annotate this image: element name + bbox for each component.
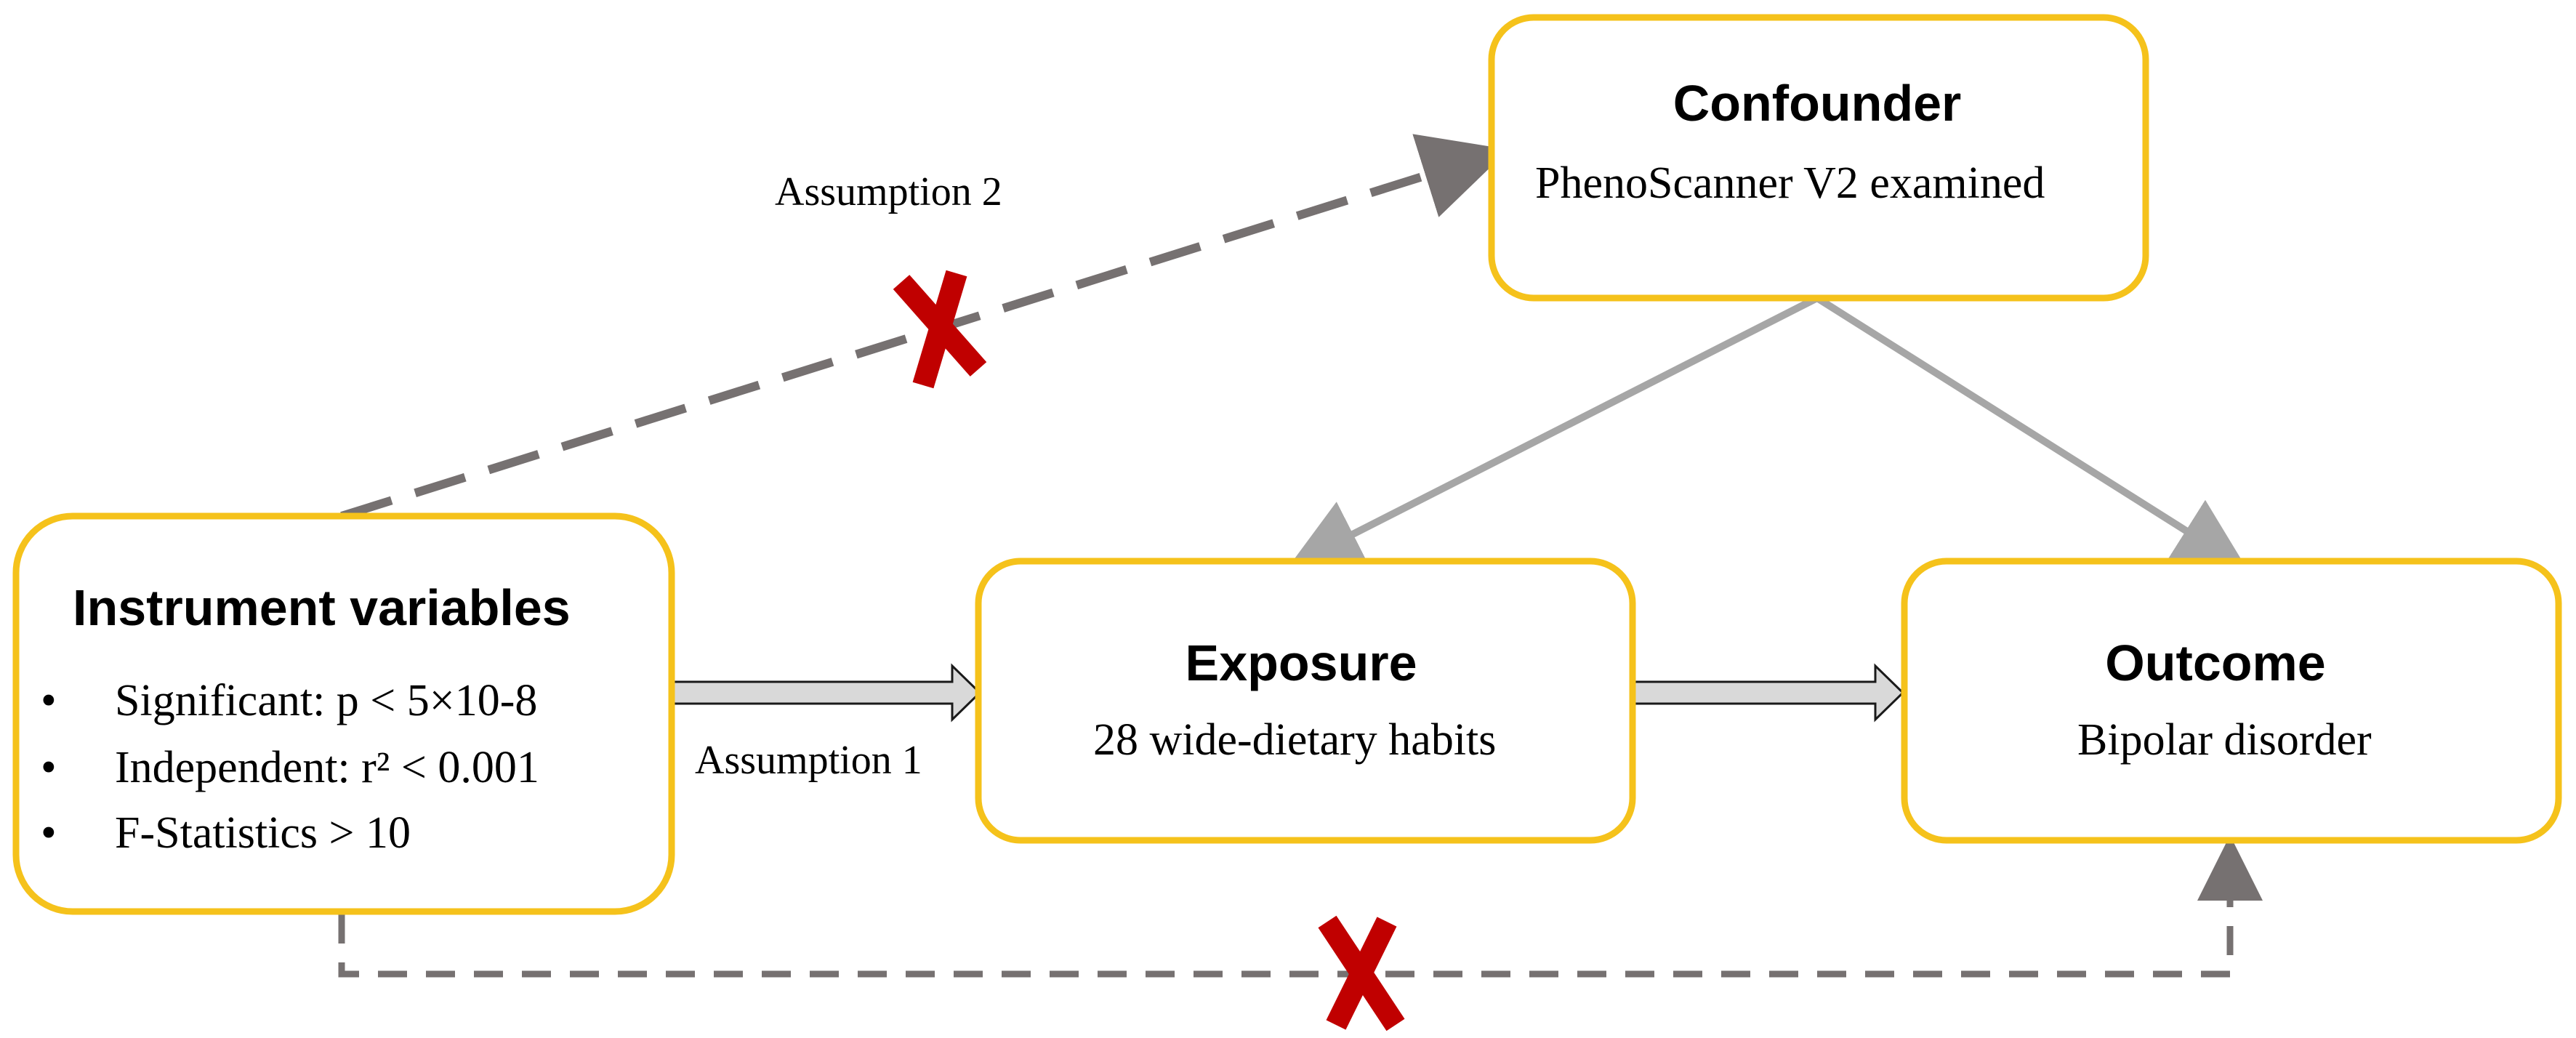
confounder-title: Confounder: [1673, 75, 1962, 132]
exposure-node: Exposure 28 wide-dietary habits: [975, 558, 1636, 844]
assumption-1-label: Assumption 1: [695, 738, 922, 783]
exposure-box: [975, 558, 1636, 844]
confounder-box: [1488, 14, 2149, 302]
exposure-to-outcome-block-arrow: [1630, 663, 1905, 723]
criterion-3-bullet: •: [41, 808, 57, 858]
assumption-2-label: Assumption 2: [775, 169, 1002, 214]
outcome-text: Bipolar disorder: [2077, 715, 2372, 765]
outcome-title: Outcome: [2105, 635, 2325, 691]
criterion-1-text: Significant: p < 5×10-8: [115, 676, 537, 725]
instrument-to-exposure-block-arrow: [671, 663, 982, 723]
instrument-node: Instrument variables • Significant: p < …: [12, 512, 675, 915]
confounder-text: PhenoScanner V2 examined: [1535, 158, 2045, 208]
criterion-2-bullet: •: [41, 743, 57, 792]
instrument-to-confounder-dashed-arrow: [340, 134, 1509, 520]
confounder-to-outcome-arrow: [1815, 294, 2247, 570]
criterion-1-bullet: •: [41, 676, 57, 725]
instrument-box: [12, 512, 675, 915]
instrument-title: Instrument variables: [73, 579, 571, 636]
exposure-title: Exposure: [1186, 635, 1417, 691]
criterion-2-text: Independent: r² < 0.001: [115, 743, 539, 792]
cross-icon: [893, 270, 987, 389]
cross-icon: [1318, 915, 1405, 1031]
outcome-box: [1901, 558, 2562, 844]
confounder-to-exposure-arrow: [1288, 294, 1819, 568]
confounder-node: Confounder PhenoScanner V2 examined: [1488, 14, 2149, 302]
criterion-3-text: F-Statistics > 10: [115, 808, 411, 858]
outcome-node: Outcome Bipolar disorder: [1901, 558, 2562, 844]
exposure-text: 28 wide-dietary habits: [1093, 715, 1496, 765]
